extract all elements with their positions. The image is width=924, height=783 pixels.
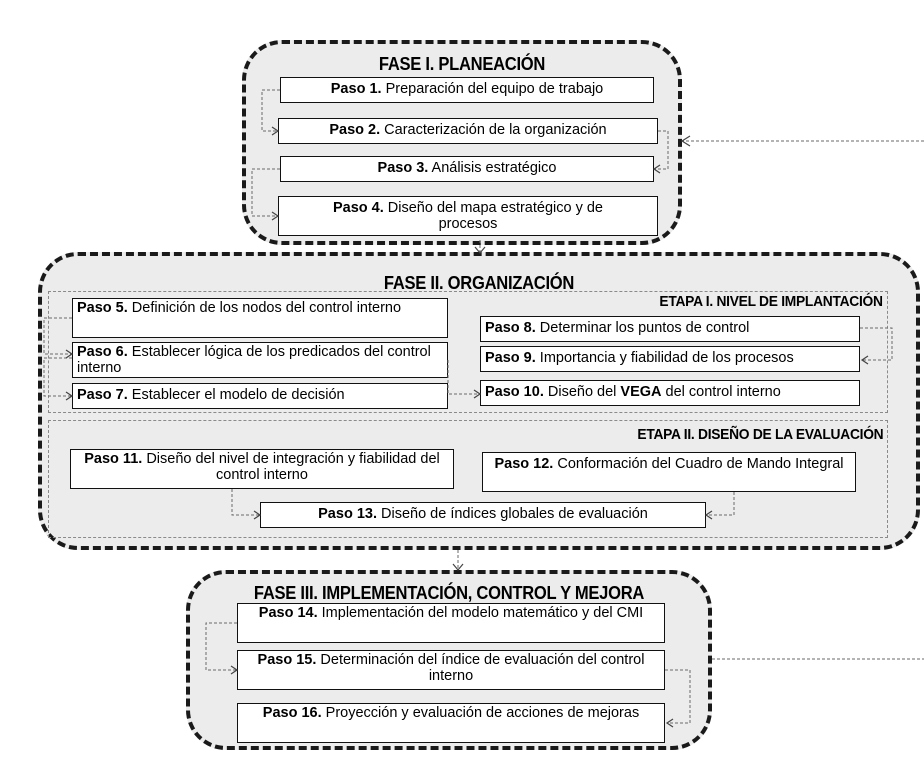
step-2: Paso 2. Caracterización de la organizaci… (278, 118, 658, 144)
step-10-label: Paso 10. (485, 384, 544, 400)
step-14-text: Implementación del modelo matemático y d… (317, 605, 644, 621)
step-9-label: Paso 9. (485, 350, 536, 366)
step-10: Paso 10. Diseño del VEGA del control int… (480, 380, 860, 406)
step-6-label: Paso 6. (77, 344, 128, 360)
step-16: Paso 16. Proyección y evaluación de acci… (237, 703, 665, 743)
step-3-label: Paso 3. (377, 160, 429, 176)
step-15-text: Determinación del índice de evaluación d… (316, 652, 645, 684)
step-6-text: Establecer lógica de los predicados del … (77, 344, 431, 376)
stage-2-title: ETAPA II. DISEÑO DE LA EVALUACIÓN (637, 426, 883, 443)
phase-1-title: FASE I. PLANEACIÓN (378, 54, 546, 74)
step-11-label: Paso 11. (84, 451, 143, 467)
step-4-label: Paso 4. (332, 200, 384, 216)
step-7-label: Paso 7. (77, 387, 128, 403)
step-8: Paso 8. Determinar los puntos de control (480, 316, 860, 342)
step-15-label: Paso 15. (257, 652, 317, 668)
step-12-label: Paso 12. (494, 456, 554, 472)
step-16-label: Paso 16. (262, 705, 322, 721)
step-9-text: Importancia y fiabilidad de los procesos (535, 350, 794, 366)
stage-1-title: ETAPA I. NIVEL DE IMPLANTACIÓN (659, 293, 884, 310)
step-14-label: Paso 14. (258, 605, 318, 621)
step-7-text: Establecer el modelo de decisión (127, 387, 345, 403)
step-2-text: Caracterización de la organización (380, 122, 607, 138)
step-7: Paso 7. Establecer el modelo de decisión (72, 383, 448, 409)
step-13: Paso 13. Diseño de índices globales de e… (260, 502, 706, 528)
step-4-text: Diseño del mapa estratégico y de proceso… (383, 200, 604, 232)
phase-3-title: FASE III. IMPLEMENTACIÓN, CONTROL Y MEJO… (253, 583, 645, 603)
step-9: Paso 9. Importancia y fiabilidad de los … (480, 346, 860, 372)
step-13-text: Diseño de índices globales de evaluación (376, 506, 648, 522)
step-3-text: Análisis estratégico (428, 160, 557, 176)
stage-2-container: ETAPA II. DISEÑO DE LA EVALUACIÓN (48, 420, 888, 538)
phase-2-title: FASE II. ORGANIZACIÓN (383, 273, 575, 293)
step-5-text: Definición de los nodos del control inte… (127, 300, 402, 316)
step-6: Paso 6. Establecer lógica de los predica… (72, 342, 448, 378)
step-5: Paso 5. Definición de los nodos del cont… (72, 298, 448, 338)
step-4: Paso 4. Diseño del mapa estratégico y de… (278, 196, 658, 236)
step-5-label: Paso 5. (77, 300, 128, 316)
step-15: Paso 15. Determinación del índice de eva… (237, 650, 665, 690)
step-1: Paso 1. Preparación del equipo de trabaj… (280, 77, 654, 103)
step-14: Paso 14. Implementación del modelo matem… (237, 603, 665, 643)
arrowhead-feedback-top (680, 135, 691, 147)
step-12: Paso 12. Conformación del Cuadro de Mand… (482, 452, 856, 492)
step-16-text: Proyección y evaluación de acciones de m… (321, 705, 640, 721)
step-13-label: Paso 13. (318, 506, 377, 522)
step-8-text: Determinar los puntos de control (535, 320, 750, 336)
step-10-bold: VEGA (620, 384, 662, 400)
step-1-text: Preparación del equipo de trabajo (381, 81, 604, 97)
step-11-text: Diseño del nivel de integración y fiabil… (142, 451, 440, 483)
step-8-label: Paso 8. (485, 320, 536, 336)
step-10-text2: del control interno (661, 384, 781, 400)
step-10-text: Diseño del (543, 384, 621, 400)
step-1-label: Paso 1. (330, 81, 382, 97)
step-3: Paso 3. Análisis estratégico (280, 156, 654, 182)
step-2-label: Paso 2. (329, 122, 381, 138)
step-11: Paso 11. Diseño del nivel de integración… (70, 449, 454, 489)
step-12-text: Conformación del Cuadro de Mando Integra… (553, 456, 844, 472)
